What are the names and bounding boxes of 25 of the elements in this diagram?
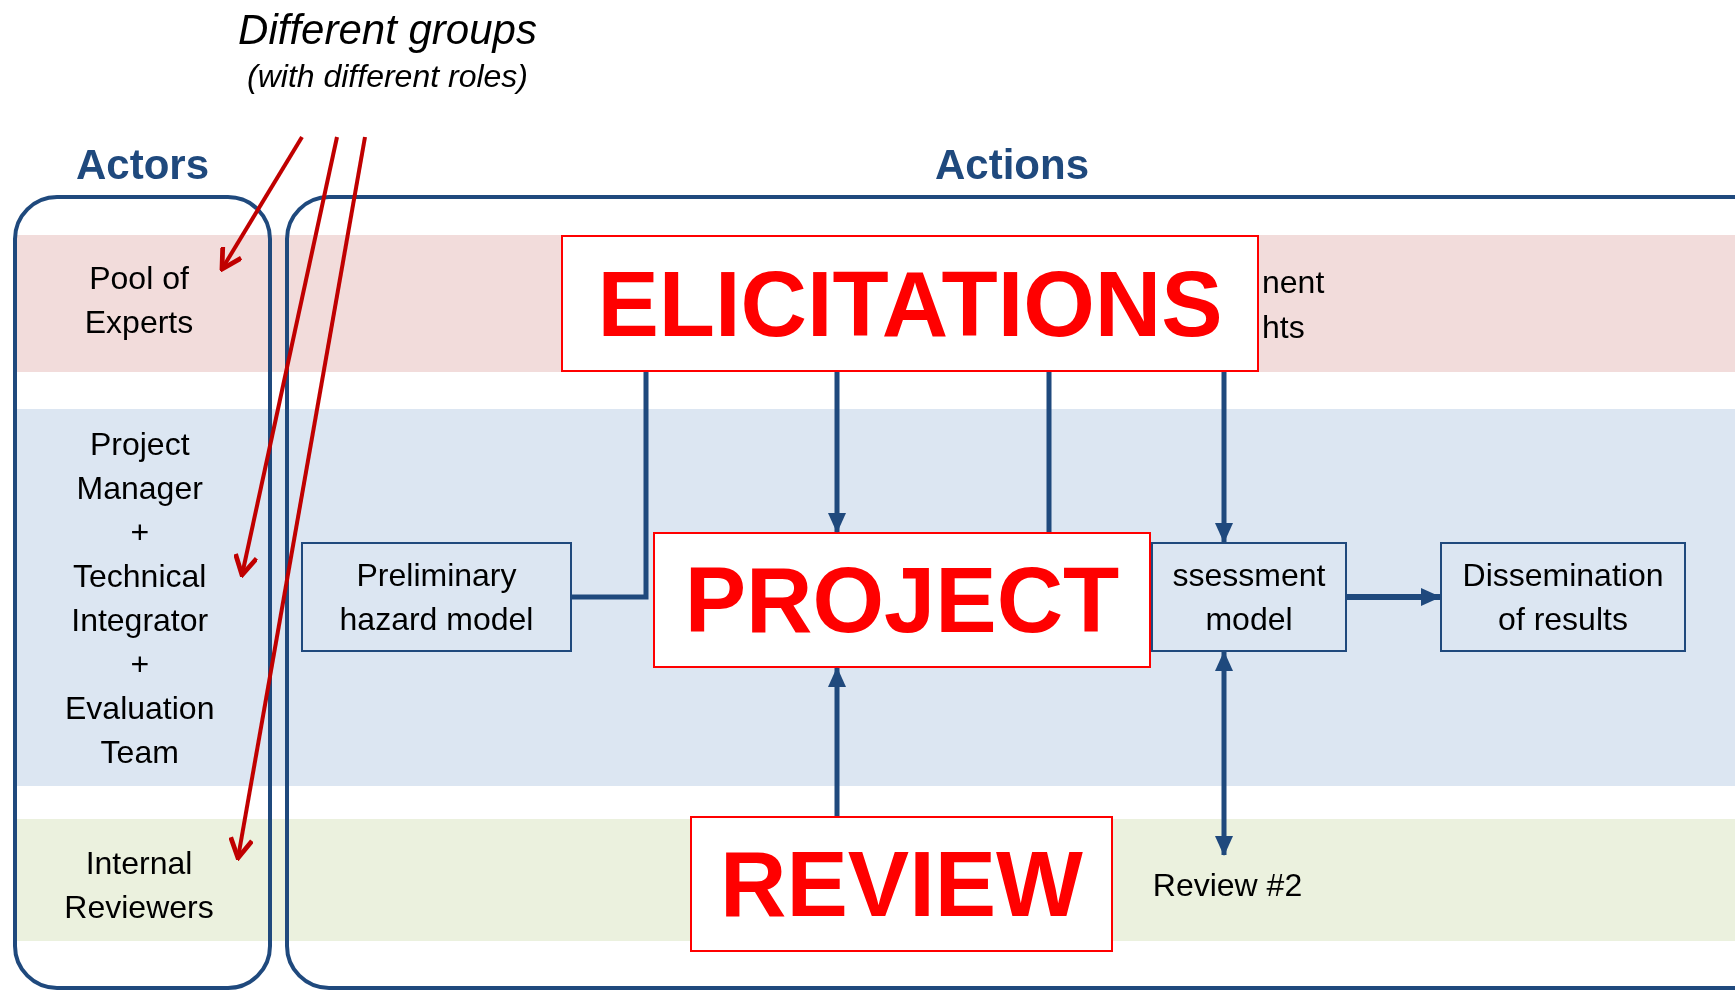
- arrow: [1347, 588, 1441, 606]
- panel-heading: Actors: [75, 144, 209, 186]
- stamp-label: REVIEW: [690, 816, 1113, 952]
- arrow: [233, 136, 339, 578]
- arrow: [219, 135, 304, 272]
- partial-text: nent hts: [1262, 263, 1326, 347]
- stamp-label: ELICITATIONS: [561, 235, 1259, 372]
- arrow: [1215, 372, 1233, 543]
- annotation-subtitle: (with different roles): [247, 57, 528, 96]
- actor-label: Internal Reviewers: [40, 830, 238, 940]
- arrow: [1215, 651, 1233, 856]
- actor-label: Pool of Experts: [56, 250, 222, 350]
- panel-heading: Actions: [935, 144, 1089, 186]
- connector-line: [572, 372, 649, 600]
- process-box: Dissemination of results: [1440, 542, 1686, 652]
- arrow: [228, 136, 367, 861]
- connector-line: [1046, 372, 1052, 532]
- annotation-title: Different groups: [238, 5, 537, 55]
- arrow: [828, 372, 846, 533]
- process-box: Preliminary hazard model: [301, 542, 572, 652]
- review-label: Review #2: [1135, 855, 1320, 915]
- stamp-label: PROJECT: [653, 532, 1151, 668]
- actor-label: Project Manager + Technical Integrator + Evaluation Team: [38, 409, 242, 786]
- process-box: ssessment model: [1151, 542, 1347, 652]
- arrow: [828, 667, 846, 816]
